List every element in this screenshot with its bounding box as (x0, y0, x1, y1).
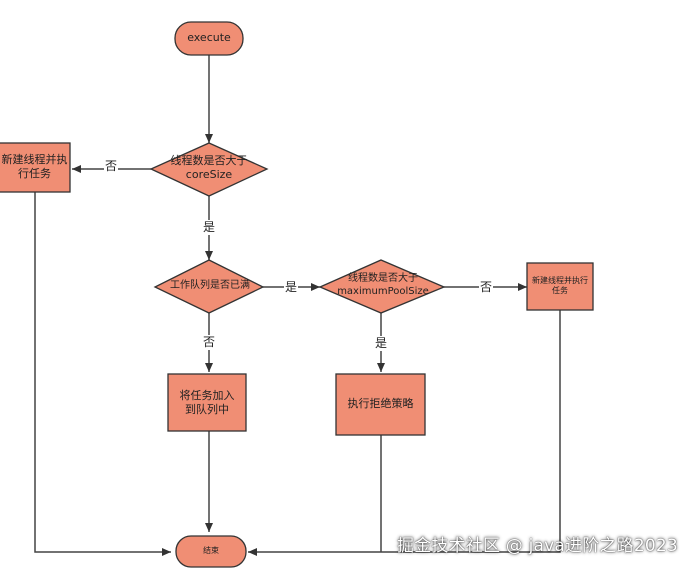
reject-label: 执行拒绝策略 (347, 397, 414, 410)
create-thread-node-2 (526, 262, 594, 311)
watermark-text: 掘金技术社区 @ java进阶之路2023 (397, 536, 678, 556)
end-label: 结束 (203, 546, 219, 555)
edge-label-core-yes: 是 (202, 220, 217, 235)
create-thread-node-1 (0, 142, 71, 193)
reject-node (335, 373, 426, 436)
check-max-decision (318, 259, 446, 314)
check-max-label: 线程数是否大于 maximumPoolSize (337, 273, 429, 297)
queue-full-label: 工作队列是否已满 (170, 280, 250, 291)
enqueue-node (167, 373, 247, 432)
edge-create2-to-end (248, 310, 561, 556)
queue-full-decision (153, 259, 265, 314)
edge-label-queue-yes: 是 (284, 280, 299, 295)
create-thread-label-1: 新建线程并执行任务 (1, 153, 68, 180)
edge-label-max-yes: 是 (374, 336, 389, 351)
check-core-label: 线程数是否大于 coreSize (170, 154, 248, 181)
execute-node (174, 21, 244, 56)
edge-label-core-no: 否 (104, 159, 119, 174)
end-node (175, 535, 247, 568)
check-core-decision (149, 142, 269, 197)
edge-label-queue-no: 否 (202, 335, 217, 350)
edge-label-max-no: 否 (479, 280, 494, 295)
edge-create1-to-end (34, 192, 171, 556)
execute-label: execute (187, 31, 231, 44)
enqueue-label: 将任务加入到队列中 (179, 389, 235, 416)
create-thread-label-2: 新建线程并执行任务 (532, 276, 588, 295)
